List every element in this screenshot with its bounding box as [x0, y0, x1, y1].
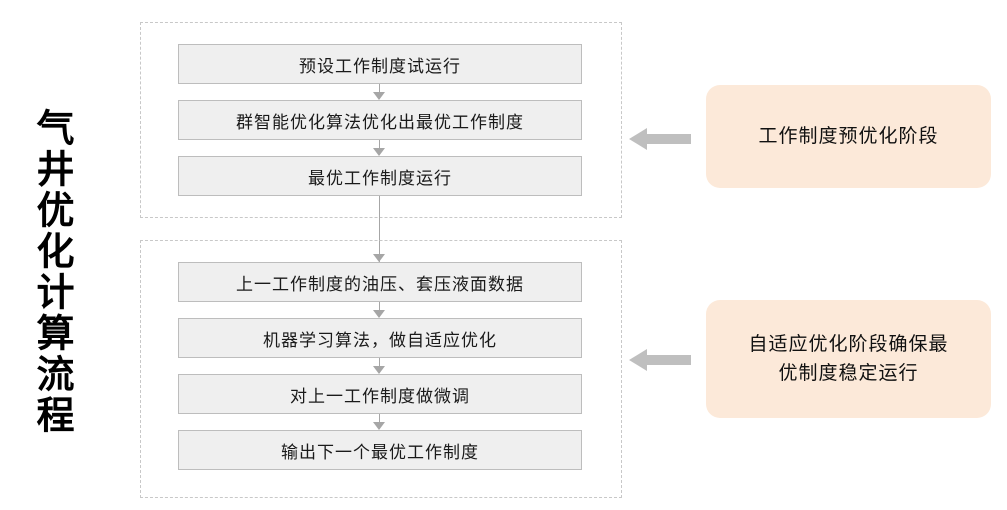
arrowhead-icon-adaptive-1-2 [373, 310, 385, 318]
callout-preopt-label: 工作制度预优化阶段 [758, 125, 939, 147]
arrowhead-icon-preopt-1-2 [373, 92, 385, 100]
group-container-preoptimization [140, 22, 622, 218]
connector-line-preopt-1-2 [379, 84, 380, 99]
group-container-adaptive [140, 240, 622, 498]
step-box-adaptive-4[interactable]: 输出下一个最优工作制度 [178, 430, 582, 470]
connector-line-adaptive-2-3 [379, 358, 380, 373]
connector-line-group1-group2 [379, 196, 380, 262]
callout-adaptive-label-line1: 自适应优化阶段确保最 [748, 333, 949, 355]
arrow-left-icon-preopt [629, 126, 691, 152]
arrowhead-icon-adaptive-3-4 [373, 422, 385, 430]
step-box-preopt-3[interactable]: 最优工作制度运行 [178, 156, 582, 196]
arrowhead-icon-adaptive-2-3 [373, 366, 385, 374]
step-box-preopt-1[interactable]: 预设工作制度试运行 [178, 44, 582, 84]
step-box-adaptive-1[interactable]: 上一工作制度的油压、套压液面数据 [178, 262, 582, 302]
connector-line-adaptive-3-4 [379, 414, 380, 429]
connector-line-adaptive-1-2 [379, 302, 380, 317]
step-box-preopt-2[interactable]: 群智能优化算法优化出最优工作制度 [178, 100, 582, 140]
step-box-adaptive-3[interactable]: 对上一工作制度做微调 [178, 374, 582, 414]
callout-adaptive-label-line2: 优制度稳定运行 [778, 363, 919, 384]
arrowhead-icon-preopt-2-3 [373, 148, 385, 156]
callout-adaptive-stage: 自适应优化阶段确保最 优制度稳定运行 [706, 300, 991, 418]
step-box-adaptive-2[interactable]: 机器学习算法，做自适应优化 [178, 318, 582, 358]
arrow-left-icon-adaptive [629, 347, 691, 373]
arrowhead-icon-group1-group2 [373, 254, 385, 262]
page-title: 气井优化计算流程 [30, 108, 72, 436]
callout-preoptimization-stage: 工作制度预优化阶段 [706, 85, 991, 188]
connector-line-preopt-2-3 [379, 140, 380, 155]
